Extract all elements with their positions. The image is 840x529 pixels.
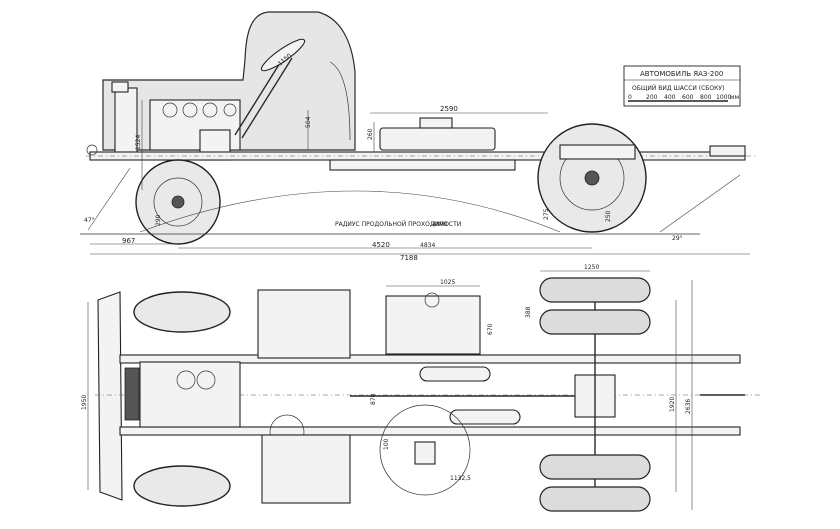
steering-detail-circle (379, 404, 471, 496)
radiator-cap (111, 81, 129, 93)
side-length-dims: 967 4520 4834 7188 (90, 237, 750, 262)
steering-column (234, 54, 286, 136)
title-line1: АВТОМОБИЛЬ ЯАЗ-200 (640, 70, 723, 78)
dim-clearance-front: 290 (155, 214, 162, 226)
steering-wheel (260, 38, 306, 72)
fuel-line (329, 159, 516, 171)
dim-seat-height: 504 (305, 116, 312, 128)
rear-left-outer-tyre (539, 277, 651, 303)
front-left-tyre (133, 291, 231, 333)
front-right-tyre (133, 465, 231, 507)
dim-cab-height: 1524 (135, 135, 142, 150)
cab-door-line (329, 61, 351, 141)
dim-rear-spacing: 388 (525, 306, 532, 318)
rear-spring (559, 144, 636, 160)
dim-departure-angle: 29° (672, 235, 683, 242)
plan-view: 1025 670 (95, 277, 760, 512)
tank-top (419, 117, 453, 129)
floor-panel-left (257, 289, 351, 359)
fuel-tank-side (379, 127, 496, 151)
front-hook (86, 144, 98, 156)
dim-approach-angle: 47° (84, 217, 95, 224)
frame-rail-left (119, 354, 741, 364)
scale-tick-2: 400 (664, 94, 676, 101)
plan-dims: 1950 1250 388 1920 2636 870 1132,5 100 (81, 264, 693, 510)
dim-front-overhang: 967 (122, 237, 135, 245)
rear-left-inner-tyre (539, 309, 651, 335)
rear-towbar (709, 145, 746, 157)
radius-arc (139, 190, 561, 233)
dim-wheelbase-b: 4834 (420, 242, 435, 249)
dim-track-rear: 1920 (669, 397, 676, 412)
dim-rear-dual: 1250 (584, 264, 599, 271)
engine-top (139, 361, 241, 428)
air-tank-2 (449, 409, 521, 425)
dim-tank-width: 1025 (440, 279, 455, 286)
floor-panel-right (261, 434, 351, 504)
scale-tick-1: 200 (646, 94, 658, 101)
title-block: АВТОМОБИЛЬ ЯАЗ-200 ОБЩИЙ ВИД ШАССИ (СБОК… (623, 65, 741, 107)
dim-rear-clear: 250 (605, 210, 612, 222)
steering-box (414, 441, 436, 465)
dim-wheelbase: 4520 (372, 241, 390, 249)
dim-frame-width: 870 (370, 393, 377, 405)
dim-steer-offset: 1132,5 (450, 475, 471, 482)
dim-body-length: 2590 (440, 105, 458, 113)
scale-unit: мм (730, 94, 739, 101)
side-view: 1150 504 2590 260 1524 290 275 250 РА (80, 11, 755, 245)
air-tank-1 (419, 366, 491, 382)
title-line2: ОБЩИЙ ВИД ШАССИ (СБОКУ) (632, 85, 724, 92)
dim-clearance-rear: 275 (543, 208, 550, 220)
dim-overall-length: 7188 (400, 254, 418, 262)
scale-tick-5: 1000 (716, 94, 731, 101)
dim-overall-width: 2636 (685, 399, 692, 414)
scale-tick-0: 0 (628, 94, 632, 101)
dim-frame-height: 260 (367, 128, 374, 140)
dim-turning-radius: 4800 (432, 221, 447, 228)
rear-right-inner-tyre (539, 454, 651, 480)
dim-tank-depth: 670 (487, 323, 494, 335)
scale-tick-4: 800 (700, 94, 712, 101)
radiator-top (124, 367, 140, 421)
dim-steer-small: 100 (383, 438, 390, 450)
scale-tick-3: 600 (682, 94, 694, 101)
radius-label: РАДИУС ПРОДОЛЬНОЙ ПРОХОДИМОСТИ (335, 221, 461, 228)
front-bumper (97, 291, 123, 501)
fuel-tank-plan (385, 295, 481, 355)
frame-rail-right (119, 426, 741, 436)
rear-right-outer-tyre (539, 486, 651, 512)
radiator (114, 87, 138, 154)
dim-track-front: 1950 (81, 395, 88, 410)
